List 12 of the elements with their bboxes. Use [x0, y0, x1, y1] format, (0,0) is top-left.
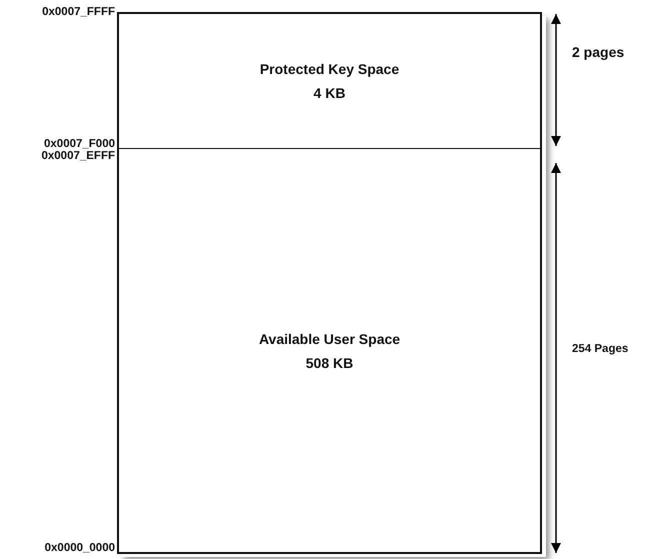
address-label: 0x0007_FFFF [42, 6, 115, 18]
memory-region [117, 148, 542, 554]
address-label: 0x0007_EFFF [41, 150, 115, 162]
region-size: 508 KB [306, 354, 354, 372]
page-count: 2 pages [572, 44, 624, 60]
address-label: 0x0000_0000 [44, 542, 115, 554]
region-name: Protected Key Space [260, 60, 400, 79]
region-size: 4 KB [314, 84, 346, 103]
region-name: Available User Space [258, 330, 400, 349]
page-count: 254 Pages [572, 343, 628, 355]
memory-region [117, 12, 542, 150]
address-label: 0x0007_F000 [44, 138, 115, 150]
